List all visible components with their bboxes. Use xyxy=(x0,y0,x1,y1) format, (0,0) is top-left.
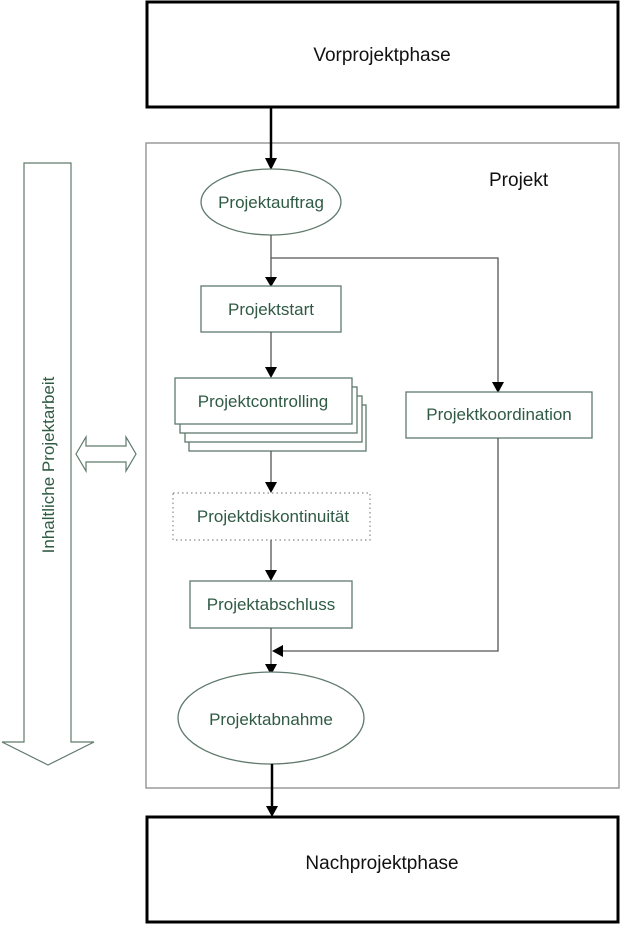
edge-start-controlling xyxy=(265,332,277,378)
edge-auftrag-koordination xyxy=(271,257,504,393)
node-projektauftrag: Projektauftrag xyxy=(200,168,342,236)
phase-box-vorprojektphase: Vorprojektphase xyxy=(145,0,620,109)
node-label-projektabnahme: Projektabnahme xyxy=(209,710,333,729)
node-label-projektstart: Projektstart xyxy=(228,300,314,319)
node-label-projektdiskontinuitaet: Projektdiskontinuität xyxy=(197,507,349,526)
side-arrow-inhaltliche-projektarbeit: Inhaltliche Projektarbeit xyxy=(1,162,95,766)
node-projektabschluss: Projektabschluss xyxy=(189,580,353,629)
side-arrow-label: Inhaltliche Projektarbeit xyxy=(39,376,58,553)
project-container-label: Projekt xyxy=(489,170,549,191)
node-projektkoordination: Projektkoordination xyxy=(405,391,593,439)
phase-label-vorprojektphase: Vorprojektphase xyxy=(313,45,450,66)
node-projektcontrolling: Projektcontrolling xyxy=(174,377,367,452)
node-projektstart: Projektstart xyxy=(200,285,342,333)
phase-label-nachprojektphase: Nachprojektphase xyxy=(305,853,458,874)
edge-koordination-abnahme xyxy=(272,438,499,657)
phase-box-nachprojektphase: Nachprojektphase xyxy=(145,815,620,924)
double-arrow-icon xyxy=(75,434,137,474)
edge-diskontinuitaet-abschluss xyxy=(265,540,277,581)
edge-abschluss-abnahme xyxy=(265,628,277,675)
node-label-projektkoordination: Projektkoordination xyxy=(426,405,572,424)
node-label-projektabschluss: Projektabschluss xyxy=(207,595,336,614)
node-label-projektcontrolling: Projektcontrolling xyxy=(198,392,328,411)
edge-controlling-diskontinuitaet xyxy=(265,451,277,493)
edge-vorprojektphase-auftrag xyxy=(265,108,277,170)
node-label-projektauftrag: Projektauftrag xyxy=(218,193,324,212)
node-projektdiskontinuitaet: Projektdiskontinuität xyxy=(172,492,371,541)
node-projektabnahme: Projektabnahme xyxy=(177,671,365,765)
edge-abnahme-nachprojektphase xyxy=(266,764,278,817)
